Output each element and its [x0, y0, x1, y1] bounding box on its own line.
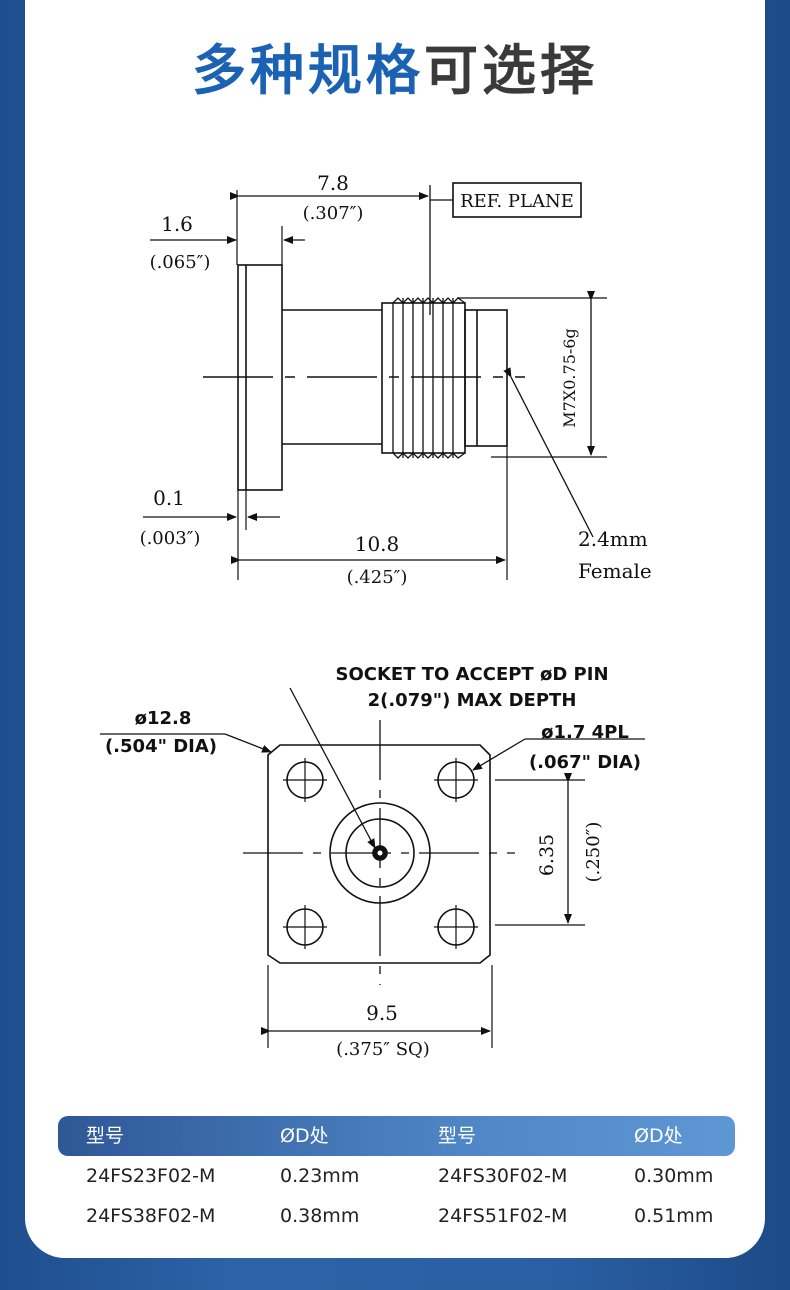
front-view-labels: SOCKET TO ACCEPT øD PIN 2(.079") MAX DEP… — [105, 664, 641, 1060]
dim-total-top: 7.8 — [317, 171, 349, 195]
dim-length: 10.8 — [355, 532, 400, 556]
interface-size: 2.4mm — [578, 527, 648, 551]
side-view — [143, 182, 607, 580]
outer-dia: ø12.8 — [135, 708, 192, 729]
table-cell: 24FS23F02-M — [86, 1165, 216, 1187]
dim-flange-in: (.065″) — [150, 252, 211, 273]
dim-gap: 0.1 — [153, 486, 185, 510]
title-highlight: 多种规格 — [192, 39, 424, 102]
outer-dia-in: (.504" DIA) — [105, 736, 217, 757]
thread-label: M7X0.75-6g — [560, 328, 579, 427]
dim-total-top-in: (.307″) — [303, 203, 364, 224]
header-model-2: 型号 — [438, 1125, 477, 1147]
title-rest: 可选择 — [424, 39, 598, 102]
dim-flange: 1.6 — [161, 212, 193, 236]
interface-gender: Female — [578, 559, 652, 583]
table-cell: 0.30mm — [634, 1165, 714, 1187]
table-header: 型号 ØD处 型号 ØD处 — [58, 1116, 735, 1156]
table-cell: 24FS51F02-M — [438, 1205, 568, 1227]
header-od-2: ØD处 — [634, 1125, 683, 1147]
header-model-1: 型号 — [86, 1125, 125, 1147]
hole-spacing-in: (.250″) — [583, 822, 604, 883]
mounting-holes — [283, 758, 478, 949]
table-cell: 24FS30F02-M — [438, 1165, 568, 1187]
hole-dia-in: (.067" DIA) — [529, 752, 641, 773]
front-view — [100, 687, 645, 1048]
hole-spacing: 6.35 — [536, 834, 558, 876]
flange-width-in: (.375″ SQ) — [336, 1039, 430, 1060]
socket-note-line1: SOCKET TO ACCEPT øD PIN — [335, 664, 608, 685]
dim-gap-in: (.003″) — [140, 528, 201, 549]
header-od-1: ØD处 — [280, 1125, 329, 1147]
table-cell: 0.23mm — [280, 1165, 360, 1187]
table-cell: 24FS38F02-M — [86, 1205, 216, 1227]
content-card: 多种规格可选择 — [25, 0, 765, 1258]
table-row: 24FS23F02-M 0.23mm 24FS30F02-M 0.30mm — [58, 1156, 735, 1196]
table-cell: 0.51mm — [634, 1205, 714, 1227]
table-row: 24FS38F02-M 0.38mm 24FS51F02-M 0.51mm — [58, 1196, 735, 1236]
page-title: 多种规格可选择 — [25, 26, 765, 105]
hole-dia: ø1.7 4PL — [541, 722, 629, 743]
side-view-labels: 7.8 (.307″) REF. PLANE 1.6 (.065″) 0.1 (… — [140, 171, 652, 588]
table-cell: 0.38mm — [280, 1205, 360, 1227]
thread-lines — [392, 297, 466, 459]
flange-width: 9.5 — [366, 1001, 398, 1025]
socket-note-line2: 2(.079") MAX DEPTH — [368, 690, 577, 711]
ref-plane-label: REF. PLANE — [460, 191, 574, 212]
spec-table: 型号 ØD处 型号 ØD处 24FS23F02-M 0.23mm 24FS30F… — [58, 1116, 735, 1236]
dim-length-in: (.425″) — [347, 567, 408, 588]
technical-drawing: 7.8 (.307″) REF. PLANE 1.6 (.065″) 0.1 (… — [100, 171, 652, 1060]
